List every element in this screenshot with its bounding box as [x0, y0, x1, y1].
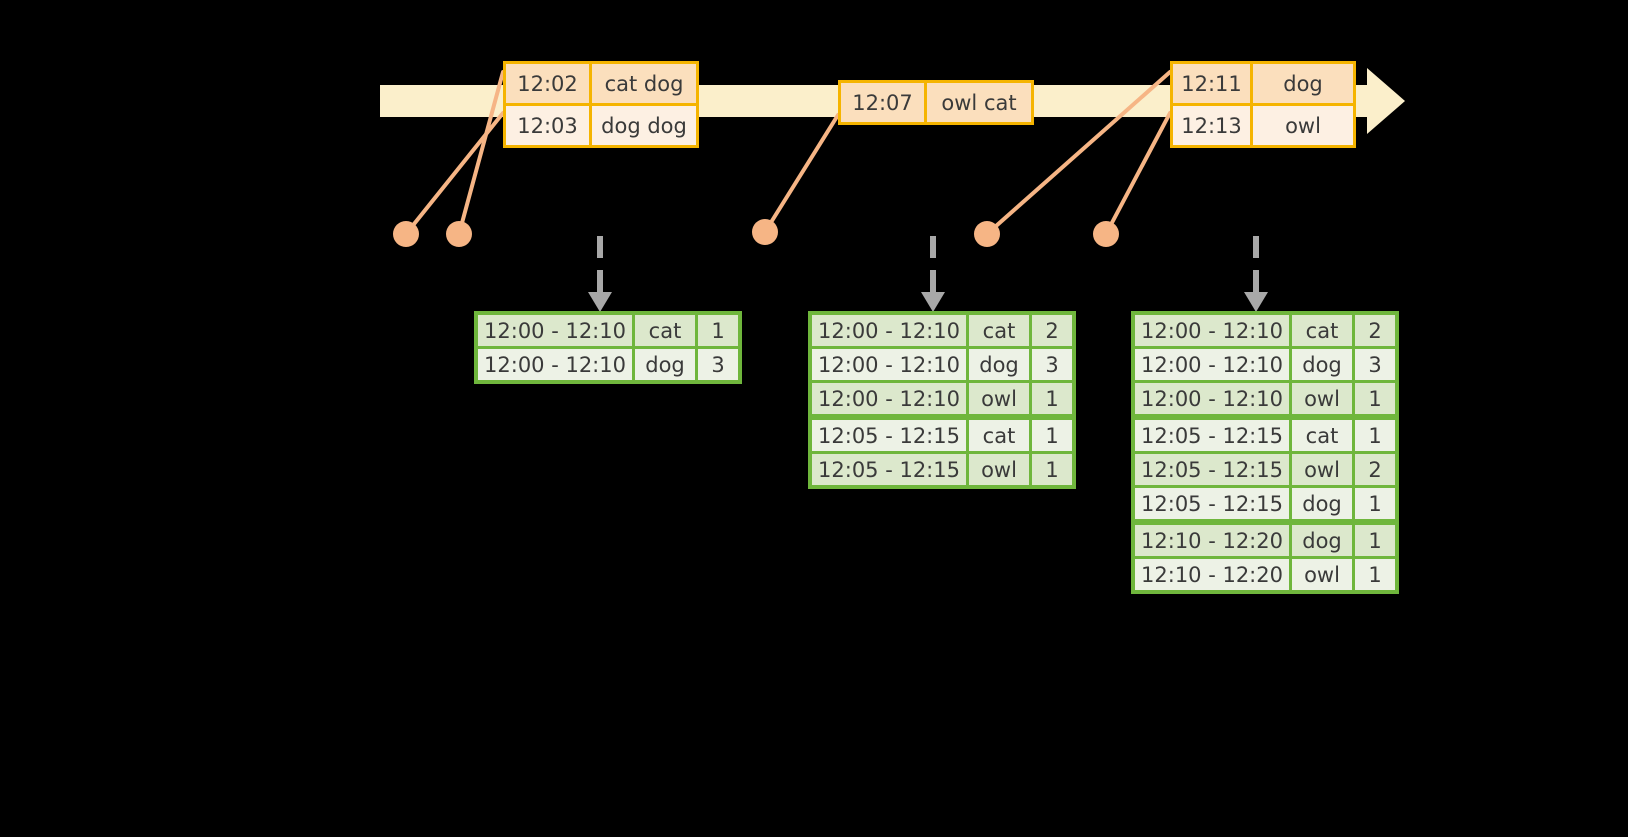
- cell-count: 2: [1355, 454, 1395, 485]
- cell-key: dog: [1292, 349, 1352, 380]
- cell-window: 12:00 - 12:10: [478, 315, 632, 346]
- cell-key: owl: [969, 454, 1029, 485]
- cell-count: 1: [1355, 559, 1395, 590]
- cell-count: 2: [1355, 315, 1395, 346]
- event-time: 12:11: [1173, 64, 1253, 103]
- event-words: owl cat: [927, 83, 1031, 122]
- event-words: owl: [1253, 106, 1353, 145]
- cell-window: 12:00 - 12:10: [1135, 315, 1289, 346]
- cell-key: owl: [1292, 559, 1352, 590]
- cell-window: 12:00 - 12:10: [812, 315, 966, 346]
- cell-window: 12:00 - 12:10: [1135, 383, 1289, 414]
- cell-count: 1: [1355, 525, 1395, 556]
- event-time: 12:03: [506, 106, 592, 145]
- dashed-arrow-2: [921, 236, 945, 312]
- event-words: dog: [1253, 64, 1353, 103]
- cell-count: 3: [698, 349, 738, 380]
- dashed-arrows: [588, 236, 1268, 312]
- cell-key: cat: [969, 315, 1029, 346]
- cell-window: 12:00 - 12:10: [478, 349, 632, 380]
- cell-count: 1: [1355, 420, 1395, 451]
- cell-window: 12:10 - 12:20: [1135, 559, 1289, 590]
- event-row: 12:07 owl cat: [841, 83, 1031, 122]
- events-group-2: 12:07 owl cat: [838, 80, 1034, 125]
- event-time: 12:07: [841, 83, 927, 122]
- cell-key: owl: [969, 383, 1029, 414]
- cell-window: 12:00 - 12:10: [812, 383, 966, 414]
- cell-key: dog: [1292, 525, 1352, 556]
- cell-count: 2: [1032, 315, 1072, 346]
- connector-line-2: [457, 70, 505, 236]
- cell-count: 3: [1355, 349, 1395, 380]
- event-dots: [393, 219, 1119, 247]
- cell-count: 1: [1032, 420, 1072, 451]
- event-row: 12:13 owl: [1173, 103, 1353, 145]
- event-time: 12:13: [1173, 106, 1253, 145]
- event-words: dog dog: [592, 106, 696, 145]
- cell-window: 12:05 - 12:15: [1135, 454, 1289, 485]
- cell-key: cat: [1292, 420, 1352, 451]
- event-dot-2: [446, 221, 472, 247]
- dashed-arrow-3: [1244, 236, 1268, 312]
- connector-line-3: [763, 113, 840, 234]
- cell-key: dog: [969, 349, 1029, 380]
- cell-key: cat: [635, 315, 695, 346]
- connector-line-1: [404, 111, 505, 236]
- cell-window: 12:00 - 12:10: [1135, 349, 1289, 380]
- cell-window: 12:05 - 12:15: [812, 454, 966, 485]
- cell-key: cat: [1292, 315, 1352, 346]
- connector-line-5: [1104, 111, 1172, 236]
- cell-window: 12:05 - 12:15: [812, 420, 966, 451]
- events-group-1: 12:02 cat dog 12:03 dog dog: [503, 61, 699, 148]
- cell-count: 1: [1355, 488, 1395, 519]
- cell-window: 12:05 - 12:15: [1135, 488, 1289, 519]
- cell-count: 1: [1032, 454, 1072, 485]
- cell-count: 1: [1032, 383, 1072, 414]
- event-row: 12:02 cat dog: [506, 64, 696, 103]
- cell-window: 12:10 - 12:20: [1135, 525, 1289, 556]
- cell-key: owl: [1292, 454, 1352, 485]
- event-row: 12:03 dog dog: [506, 103, 696, 145]
- cell-key: owl: [1292, 383, 1352, 414]
- cell-key: dog: [1292, 488, 1352, 519]
- cell-window: 12:05 - 12:15: [1135, 420, 1289, 451]
- event-row: 12:11 dog: [1173, 64, 1353, 103]
- cell-count: 1: [698, 315, 738, 346]
- dashed-arrow-1: [588, 236, 612, 312]
- cell-count: 3: [1032, 349, 1072, 380]
- cell-key: dog: [635, 349, 695, 380]
- event-words: cat dog: [592, 64, 696, 103]
- cell-key: cat: [969, 420, 1029, 451]
- events-group-3: 12:11 dog 12:13 owl: [1170, 61, 1356, 148]
- event-dot-5: [1093, 221, 1119, 247]
- event-dot-3: [752, 219, 778, 245]
- event-dot-4: [974, 221, 1000, 247]
- event-dot-1: [393, 221, 419, 247]
- cell-window: 12:00 - 12:10: [812, 349, 966, 380]
- event-time: 12:02: [506, 64, 592, 103]
- cell-count: 1: [1355, 383, 1395, 414]
